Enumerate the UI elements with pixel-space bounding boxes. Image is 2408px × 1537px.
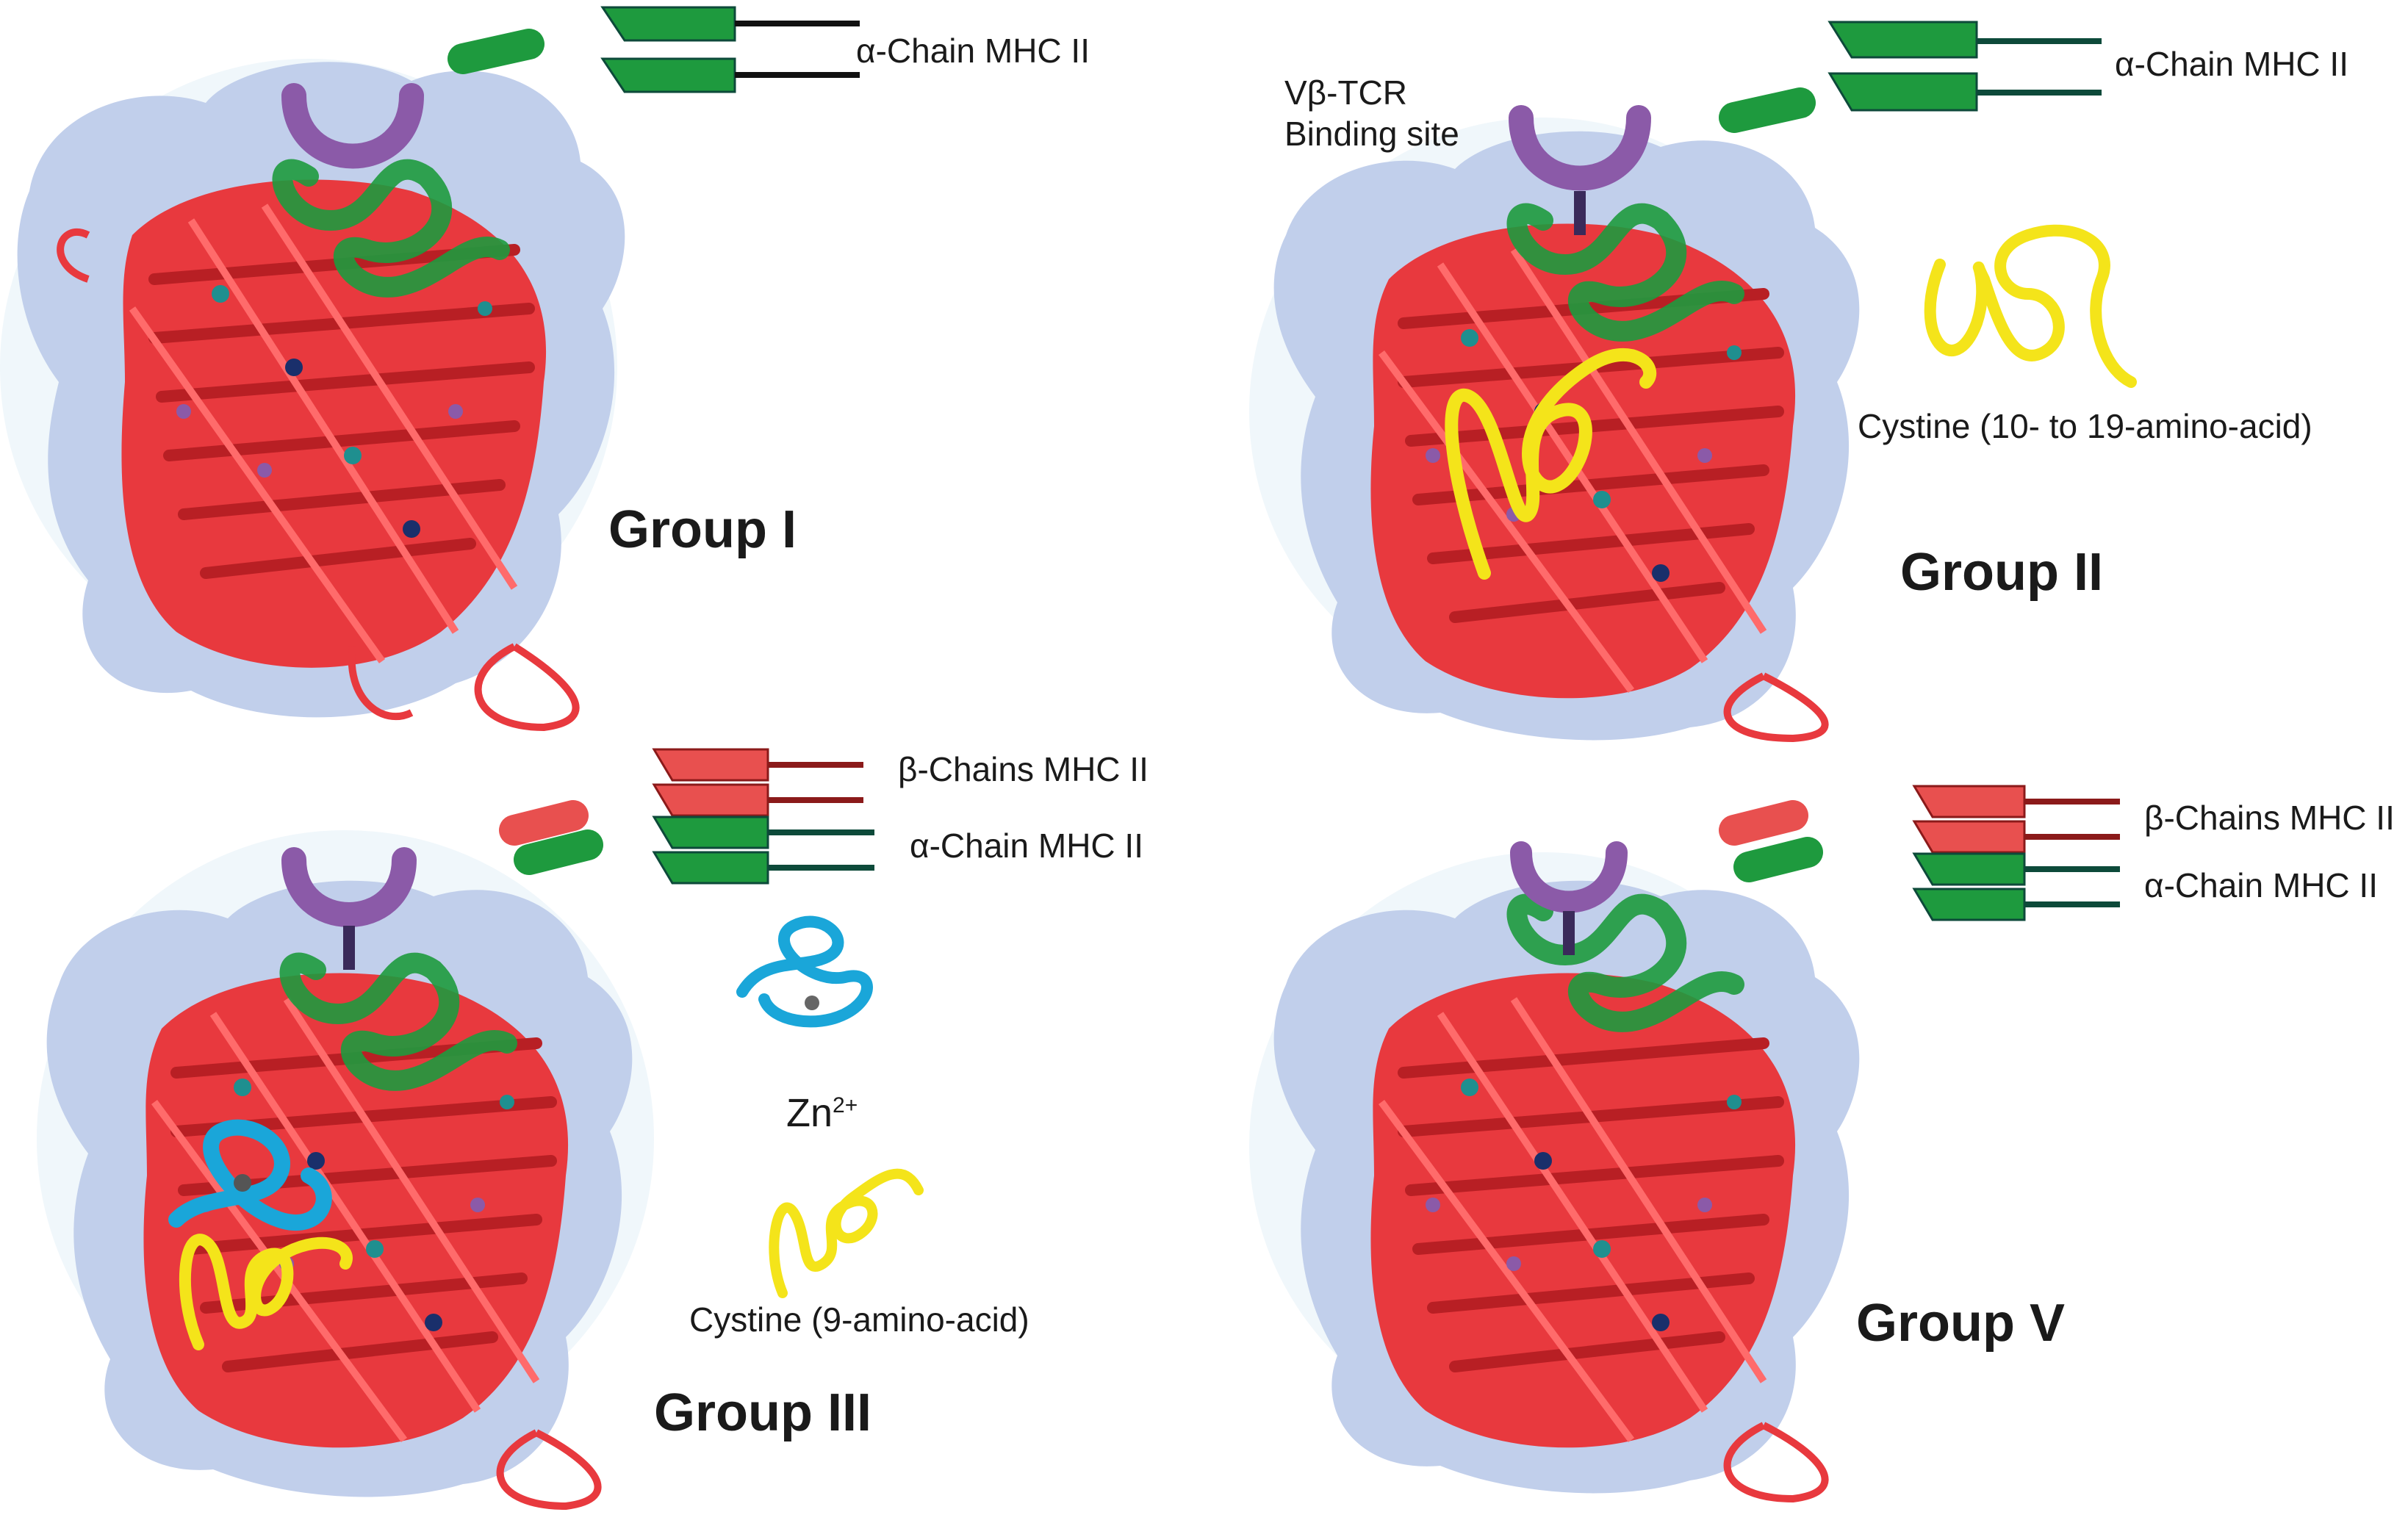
zinc-domain bbox=[168, 1119, 332, 1231]
beta-barrel bbox=[57, 179, 580, 732]
alpha-chain-icon bbox=[652, 816, 874, 885]
zinc-symbol: Zn bbox=[786, 1091, 833, 1135]
group-5-panel: β-Chains MHC II α-Chain MHC II Group V bbox=[1249, 764, 2408, 1528]
beta-chain-icon bbox=[652, 748, 863, 817]
tcr-binding-cup bbox=[1509, 105, 1651, 191]
alpha-chain-label: α-Chain MHC II bbox=[2144, 866, 2378, 904]
cystine-label: Cystine (9-amino-acid) bbox=[689, 1300, 1029, 1339]
beta-rod bbox=[499, 800, 589, 846]
cystine-loop bbox=[179, 1234, 353, 1350]
group-3-panel: β-Chains MHC II α-Chain MHC II Zn2+ Cyst… bbox=[0, 748, 1212, 1528]
zinc-label: Zn2+ bbox=[786, 1090, 858, 1136]
alpha-green-domain bbox=[272, 159, 510, 298]
zinc-charge: 2+ bbox=[833, 1093, 858, 1117]
cystine-icon bbox=[1924, 224, 2137, 388]
alpha-green-domain bbox=[279, 952, 517, 1091]
cystine-icon bbox=[769, 1168, 924, 1298]
group-title: Group III bbox=[654, 1383, 871, 1442]
alpha-rod bbox=[1733, 837, 1823, 882]
zinc-ion bbox=[234, 1174, 251, 1192]
alpha-chain-icon bbox=[1912, 852, 2120, 921]
alpha-rod bbox=[1719, 87, 1816, 133]
alpha-rod bbox=[514, 829, 603, 875]
group-title: Group II bbox=[1900, 543, 2103, 602]
beta-chains-label: β-Chains MHC II bbox=[898, 750, 1149, 788]
dots bbox=[1426, 1079, 1742, 1331]
group-2-illustration bbox=[1249, 21, 2137, 743]
alpha-chain-label: α-Chain MHC II bbox=[2115, 45, 2348, 83]
alpha-green-domain bbox=[1506, 203, 1744, 342]
alpha-chain-icon bbox=[1827, 21, 2102, 112]
alpha-rod bbox=[448, 29, 545, 74]
alpha-green-domain bbox=[1506, 893, 1744, 1032]
tcr-binding-cup bbox=[281, 83, 424, 169]
group-1-illustration bbox=[0, 6, 860, 732]
beta-chain-icon bbox=[1912, 785, 2120, 854]
cystine-label: Cystine (10- to 19-amino-acid) bbox=[1858, 407, 2312, 445]
group-title: Group V bbox=[1856, 1294, 2065, 1353]
beta-rod bbox=[1719, 800, 1808, 846]
group-3-illustration bbox=[37, 748, 924, 1511]
zinc-domain-icon bbox=[736, 915, 873, 1028]
group-title: Group I bbox=[608, 500, 797, 559]
group-1-panel: α-Chain MHC II Group I bbox=[0, 0, 1176, 735]
alpha-chain-label: α-Chain MHC II bbox=[856, 32, 1090, 70]
alpha-chain-label: α-Chain MHC II bbox=[910, 827, 1143, 865]
tcr-binding-cup bbox=[1510, 841, 1628, 913]
alpha-chain-icon bbox=[600, 6, 860, 93]
group-2-panel: α-Chain MHC II Vβ-TCR Binding site Cysti… bbox=[1249, 0, 2408, 743]
tcr-binding-cup bbox=[281, 847, 417, 927]
beta-chains-label: β-Chains MHC II bbox=[2144, 799, 2395, 837]
binding-site-label-line2: Binding site bbox=[1284, 115, 1459, 153]
group-5-illustration bbox=[1249, 785, 2120, 1503]
binding-site-label-line1: Vβ-TCR bbox=[1284, 73, 1407, 112]
cystine-loop bbox=[1445, 348, 1657, 580]
dots bbox=[176, 285, 492, 538]
